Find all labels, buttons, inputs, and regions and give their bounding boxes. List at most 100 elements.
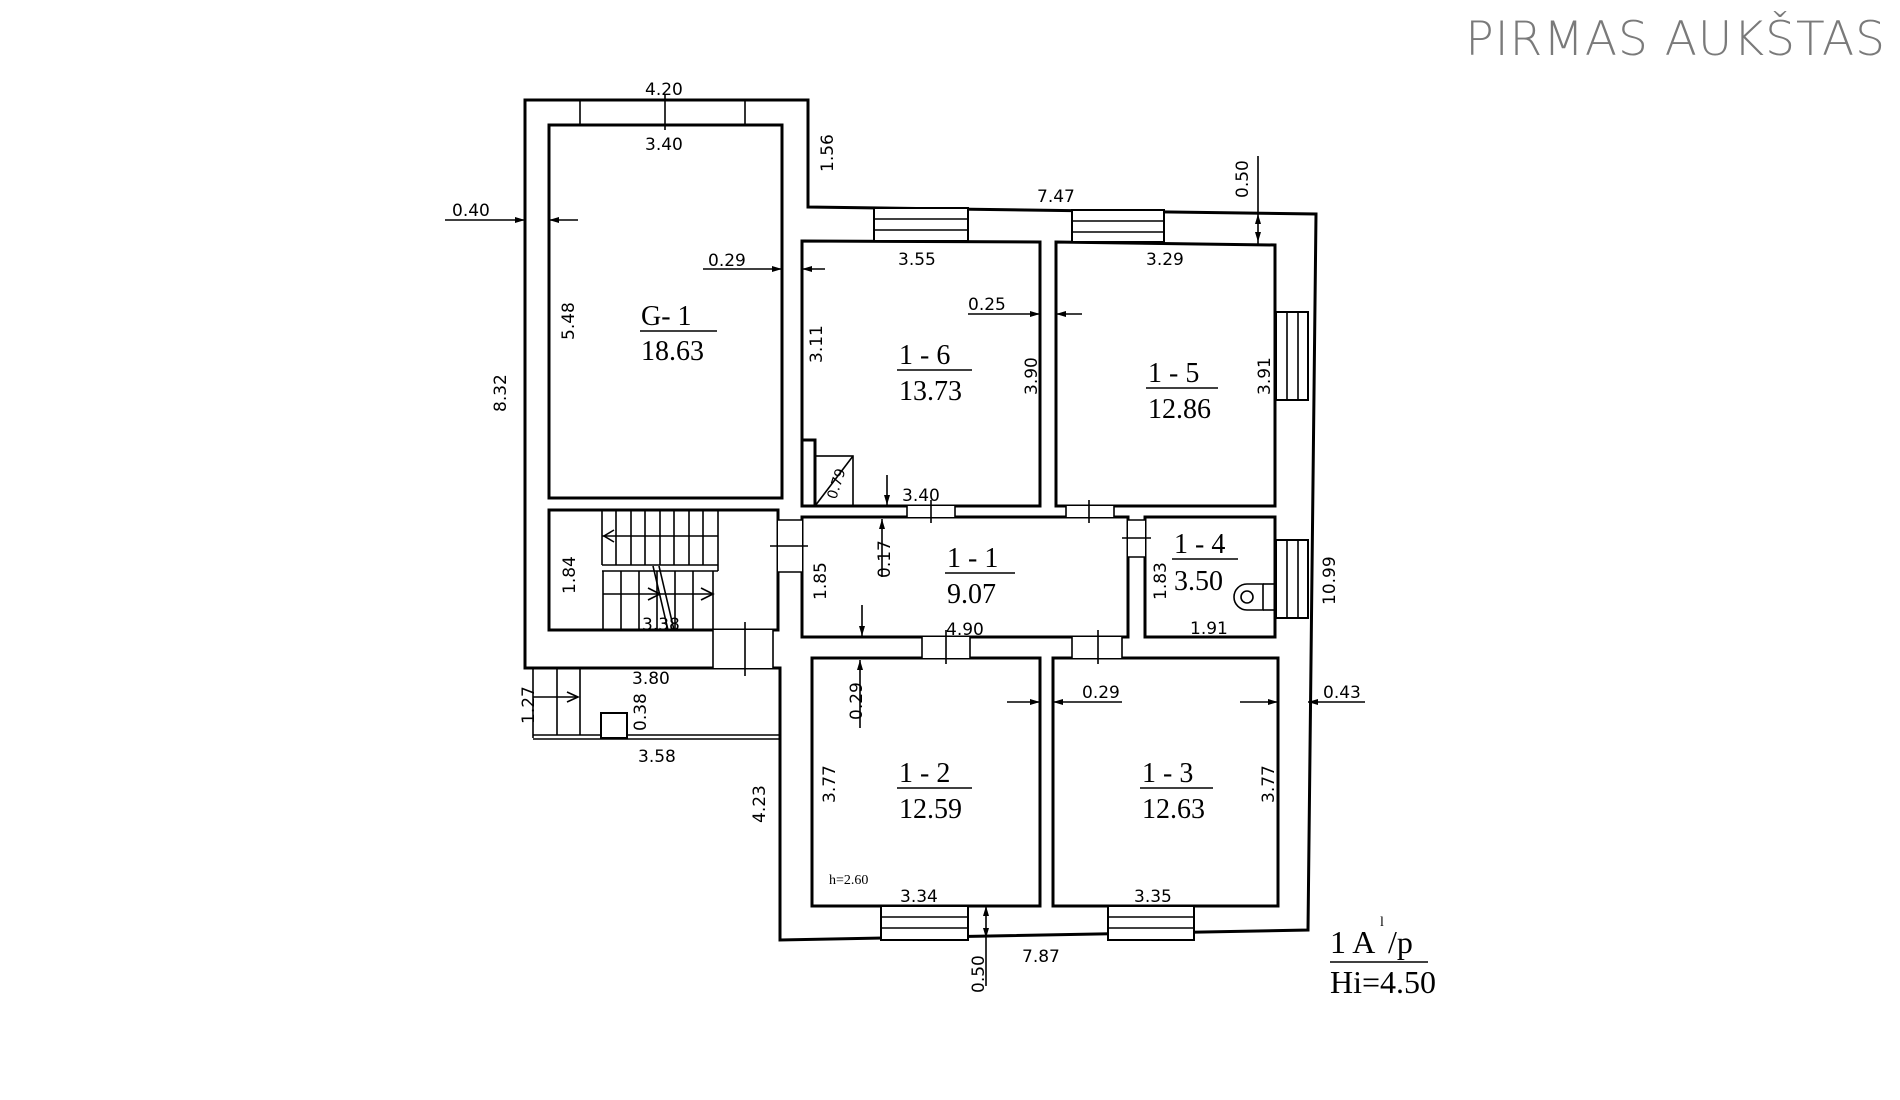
toilet-icon — [1233, 583, 1264, 611]
dim-label: 3.77 — [1259, 765, 1279, 803]
stair-arrow-icon — [602, 529, 615, 543]
window-1-6-top — [873, 207, 969, 242]
dim-label: 0.50 — [1233, 160, 1253, 198]
room-1-3-label: 1 - 3 12.63 — [1140, 758, 1213, 825]
dim-label: 0.29 — [1082, 683, 1120, 703]
dim-label: 0.29 — [847, 682, 867, 720]
dim-label: 1.85 — [811, 562, 831, 600]
door-entrance — [713, 630, 773, 668]
dim-label: 3.40 — [645, 135, 683, 155]
room-1-1-label: 1 - 1 9.07 — [945, 543, 1015, 610]
dim-label: 0.17 — [875, 540, 895, 578]
dimension-lines — [445, 95, 1365, 986]
porch — [532, 668, 780, 740]
shaft-notch — [802, 438, 817, 506]
dim-label: 3.11 — [807, 325, 827, 363]
room-1-5-label: 1 - 5 12.86 — [1146, 358, 1218, 425]
room-id: 1 - 3 — [1142, 758, 1193, 789]
dim-label: 1.84 — [560, 556, 580, 594]
window-1-5-top — [1071, 209, 1165, 243]
windows — [873, 207, 1309, 941]
staircase — [601, 510, 719, 631]
dim-label: 7.87 — [1022, 947, 1060, 967]
dim-label: 8.32 — [491, 374, 511, 412]
page-title: PIRMAS AUKŠTAS — [1465, 12, 1886, 67]
room-1-4-outline — [1143, 515, 1277, 639]
room-1-6-outline — [800, 239, 1042, 508]
room-g1-outline — [547, 123, 784, 500]
room-area: 18.63 — [641, 336, 704, 367]
stair-arrow-icon — [647, 587, 662, 601]
dim-label: 3.55 — [898, 250, 936, 270]
dimension-labels: 4.20 3.40 1.56 0.40 5.48 0.29 8.32 7.47 … — [452, 80, 1361, 993]
window-1-5-right — [1275, 311, 1309, 401]
window-1-2-bottom — [880, 905, 969, 941]
room-id: G- 1 — [641, 301, 692, 332]
room-1-1-outline — [800, 515, 1130, 639]
legend-line2: Hi=4.50 — [1330, 964, 1436, 1000]
dim-label: 0.43 — [1323, 683, 1361, 703]
room-1-5-outline — [1054, 240, 1277, 508]
doors — [712, 500, 1151, 676]
dim-label: 4.90 — [946, 620, 984, 640]
dim-label: 0.38 — [631, 693, 651, 731]
legend-superscript: l — [1380, 915, 1384, 930]
dim-label: 3.80 — [632, 669, 670, 689]
fixtures — [802, 438, 1275, 611]
dim-label: 7.47 — [1037, 187, 1075, 207]
floor-legend: 1 A l /p Hi=4.50 — [1330, 915, 1436, 1000]
dim-label: 1.56 — [818, 134, 838, 172]
room-1-6-label: 1 - 6 13.73 — [897, 340, 972, 407]
shaft-box — [814, 455, 854, 507]
room-area: 12.59 — [899, 794, 962, 825]
dim-label: 3.34 — [900, 887, 938, 907]
room-id: 1 - 5 — [1148, 358, 1199, 389]
outer-wall — [523, 98, 1318, 942]
dim-label: 10.99 — [1320, 556, 1340, 605]
dim-label: 5.48 — [559, 302, 579, 340]
walls — [523, 98, 1318, 942]
room-id: 1 - 1 — [947, 543, 998, 574]
room-area: 9.07 — [947, 579, 996, 610]
dim-label: 3.58 — [638, 747, 676, 767]
room-area: 13.73 — [899, 376, 962, 407]
porch-post — [600, 712, 628, 739]
room-labels: G- 1 18.63 1 - 6 13.73 1 - 5 12.86 1 - 1… — [640, 301, 1238, 888]
room-area: 12.63 — [1142, 794, 1205, 825]
room-g1-label: G- 1 18.63 — [640, 301, 717, 367]
dim-label: 1.83 — [1151, 562, 1171, 600]
window-1-4-right — [1275, 539, 1309, 619]
dim-label: 3.29 — [1146, 250, 1184, 270]
stair-arrow-icon — [700, 587, 715, 601]
door-1-5 — [1066, 506, 1114, 517]
dim-label: 4.20 — [645, 80, 683, 100]
dim-label: 0.50 — [969, 955, 989, 993]
room-1-4-label: 1 - 4 3.50 — [1172, 529, 1238, 597]
dim-label: 4.23 — [750, 785, 770, 823]
dim-label: 1.91 — [1190, 619, 1228, 639]
dim-label: 0.79 — [825, 467, 850, 502]
dim-label: 0.25 — [968, 295, 1006, 315]
dim-label: 3.35 — [1134, 887, 1172, 907]
dim-label: 3.90 — [1022, 357, 1042, 395]
legend-line1-suffix: /p — [1388, 924, 1413, 960]
room-area: 12.86 — [1148, 394, 1211, 425]
room-id: 1 - 4 — [1174, 529, 1225, 560]
dim-label: 0.40 — [452, 201, 490, 221]
dim-label: 3.38 — [642, 615, 680, 635]
stair-outline — [547, 508, 780, 632]
dim-label: 3.91 — [1255, 357, 1275, 395]
legend-line1: 1 A — [1330, 924, 1375, 960]
room-1-2-label: 1 - 2 12.59 — [897, 758, 972, 825]
door-1-3 — [1072, 637, 1122, 658]
dim-label: 0.29 — [708, 251, 746, 271]
dim-label: 3.77 — [820, 765, 840, 803]
window-1-3-bottom — [1107, 905, 1195, 941]
room-1-3-outline — [1051, 656, 1280, 908]
dim-label: 3.40 — [902, 486, 940, 506]
porch-arrow-icon — [566, 691, 580, 703]
room-id: 1 - 6 — [899, 340, 950, 371]
dim-label: 1.27 — [519, 686, 539, 724]
room-area: 3.50 — [1174, 566, 1223, 597]
